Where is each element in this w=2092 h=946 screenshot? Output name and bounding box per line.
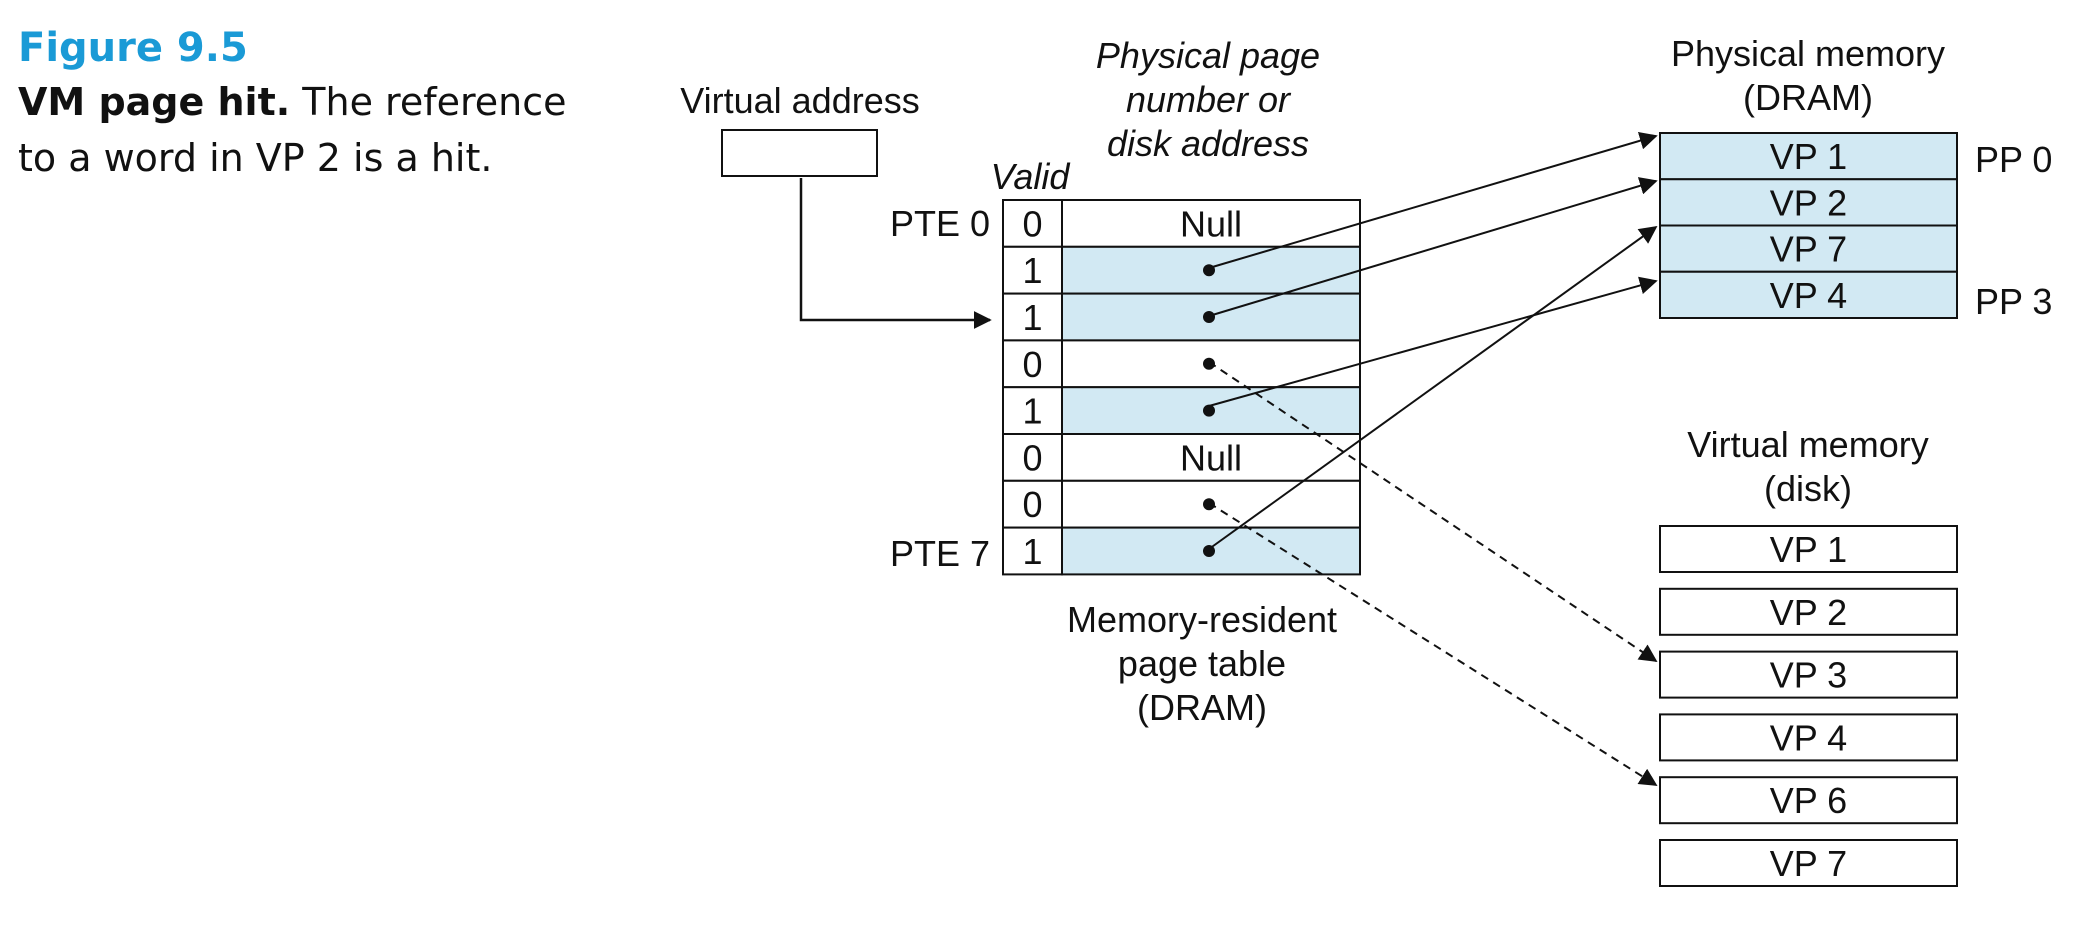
pte-valid-cell xyxy=(1002,433,1063,482)
pte-valid-cell xyxy=(1002,199,1063,248)
pte-valid-cell xyxy=(1002,526,1063,576)
ppn-header-line2: number or xyxy=(1126,79,1292,120)
physical-page-cell xyxy=(1659,270,1958,319)
page-table-caption-line2: page table xyxy=(1118,643,1286,684)
pte-valid-bit: 1 xyxy=(1022,250,1042,291)
pp0-label: PP 0 xyxy=(1975,139,2052,180)
virtual-memory-title-line2: (disk) xyxy=(1764,468,1852,509)
disk-page-label: VP 6 xyxy=(1770,780,1847,821)
physical-page-label: VP 7 xyxy=(1770,229,1847,270)
physical-page-cell xyxy=(1659,224,1958,273)
pte-arrows xyxy=(1208,131,1658,786)
caption-text: VM page hit. The reference to a word in … xyxy=(18,74,598,186)
pte-pointer-dot xyxy=(1203,311,1215,323)
disk-page-label: VP 7 xyxy=(1770,843,1847,884)
ppn-header-line1: Physical page xyxy=(1096,35,1320,76)
pte-valid-bit: 1 xyxy=(1022,391,1042,432)
disk-page-cell xyxy=(1659,776,1958,825)
disk-page-label: VP 2 xyxy=(1770,592,1847,633)
pte-null-label: Null xyxy=(1180,203,1242,244)
pte7-label: PTE 7 xyxy=(890,533,990,574)
valid-header: Valid xyxy=(991,156,1071,197)
pte-valid-cell xyxy=(1002,292,1063,342)
page-table-caption-line3: (DRAM) xyxy=(1137,687,1267,728)
ppn-header-line3: disk address xyxy=(1107,123,1309,164)
physical-memory-title-line2: (DRAM) xyxy=(1743,77,1873,118)
pp3-label: PP 3 xyxy=(1975,281,2052,322)
pte0-label: PTE 0 xyxy=(890,203,990,244)
physical-memory-title-line1: Physical memory xyxy=(1671,33,1945,74)
pte-null-label: Null xyxy=(1180,437,1242,478)
arrow-pte2-to-pp1 xyxy=(1208,177,1658,317)
disk-page-cell xyxy=(1659,525,1958,573)
pte-valid-bit: 1 xyxy=(1022,297,1042,338)
virtual-memory: VP 1 VP 2 VP 3 VP 4 VP 6 VP 7 xyxy=(1659,525,1958,887)
virtual-address-box xyxy=(721,129,878,177)
disk-page-cell xyxy=(1659,839,1958,887)
caption-body: The reference to a word in VP 2 is a hit… xyxy=(18,80,567,180)
physical-memory: VP 1 VP 2 VP 7 VP 4 xyxy=(1659,132,1958,319)
virtual-address-label: Virtual address xyxy=(680,80,919,121)
arrow-pte4-to-pp3 xyxy=(1208,276,1658,407)
pte-valid-bit: 0 xyxy=(1022,344,1042,385)
physical-page-label: VP 2 xyxy=(1770,182,1847,223)
arrow-pte7-to-pp2 xyxy=(1208,225,1658,550)
virtual-address-arrow xyxy=(799,178,992,329)
disk-page-cell xyxy=(1659,650,1958,699)
pte-pointer-dot xyxy=(1203,404,1215,417)
physical-page-cell xyxy=(1659,132,1958,181)
arrow-pte1-to-pp0 xyxy=(1208,131,1658,269)
pte-pointer-dot xyxy=(1203,357,1215,370)
disk-page-label: VP 4 xyxy=(1770,717,1847,758)
pte-valid-cell xyxy=(1002,339,1063,389)
disk-page-cell xyxy=(1659,587,1958,636)
pte-pointer-dot xyxy=(1203,498,1215,511)
virtual-memory-title-line1: Virtual memory xyxy=(1687,424,1928,465)
pte-valid-bit: 0 xyxy=(1022,203,1042,244)
pte-valid-cell xyxy=(1002,479,1063,529)
arrow-pte6-to-disk-vp6 xyxy=(1208,502,1658,786)
page-table-caption-line1: Memory-resident xyxy=(1067,599,1337,640)
disk-page-label: VP 3 xyxy=(1770,655,1847,696)
pte-content-cell xyxy=(1061,433,1361,482)
pte-valid-bit: 1 xyxy=(1022,531,1042,572)
pte-valid-bit: 0 xyxy=(1022,484,1042,525)
disk-page-cell xyxy=(1659,713,1958,762)
pte-valid-bit: 0 xyxy=(1022,437,1042,478)
arrow-pte3-to-disk-vp3 xyxy=(1208,361,1658,663)
disk-page-label: VP 1 xyxy=(1770,529,1847,570)
caption-title: VM page hit. xyxy=(18,80,291,124)
physical-page-label: VP 4 xyxy=(1770,275,1847,316)
figure-label: Figure 9.5 xyxy=(18,25,248,71)
figure-caption: Figure 9.5 VM page hit. The reference to… xyxy=(18,22,598,186)
physical-page-label: VP 1 xyxy=(1770,136,1847,177)
